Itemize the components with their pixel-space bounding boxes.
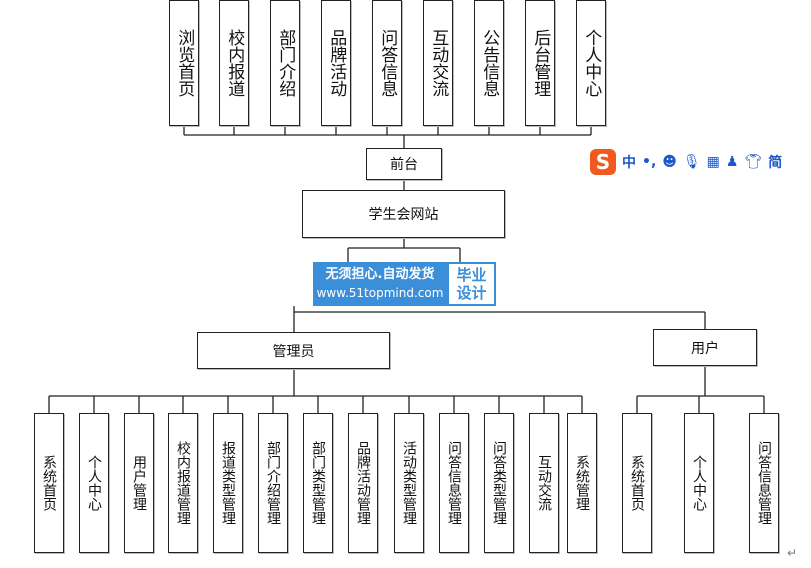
admin-module-sys-mgmt: 系统管理 (567, 413, 597, 553)
admin-module-user-mgmt: 用户管理 (124, 413, 154, 553)
user-module-user-personal: 个人中心 (684, 413, 714, 553)
user-node: 用户 (653, 329, 757, 366)
keyboard-icon[interactable]: ▦ (706, 154, 720, 170)
user-module-user-sys-home: 系统首页 (622, 413, 652, 553)
watermark-slogan: 无须担心.自动发货 (325, 267, 435, 282)
paragraph-return-icon: ↵ (787, 546, 798, 560)
top-page-browse-home: 浏览首页 (169, 0, 199, 126)
top-page-notice-info: 公告信息 (474, 0, 504, 126)
admin-module-news-type-mgmt: 报道类型管理 (213, 413, 243, 553)
admin-module-activity-type-mgmt: 活动类型管理 (394, 413, 424, 553)
frontend-node: 前台 (366, 148, 442, 180)
admin-module-brand-mgmt: 品牌活动管理 (348, 413, 378, 553)
admin-module-dept-intro-mgmt: 部门介绍管理 (258, 413, 288, 553)
ime-mode-toggle[interactable]: 中 (622, 155, 636, 171)
top-page-personal-center: 个人中心 (576, 0, 606, 126)
watermark-url: www.51topmind.com (316, 286, 444, 300)
top-page-backend: 后台管理 (525, 0, 555, 126)
ime-simplified-toggle[interactable]: 简 (768, 155, 783, 171)
admin-module-interaction: 互动交流 (529, 413, 559, 553)
emoji-icon[interactable]: ☻ (662, 154, 677, 170)
top-page-qa-info: 问答信息 (372, 0, 402, 126)
admin-module-qa-info-mgmt: 问答信息管理 (439, 413, 469, 553)
admin-module-news-mgmt: 校内报道管理 (168, 413, 198, 553)
top-page-interaction: 互动交流 (423, 0, 453, 126)
skin-icon[interactable]: 👕︎ (744, 154, 763, 170)
user-icon[interactable]: ♟ (725, 154, 739, 170)
admin-module-dept-type-mgmt: 部门类型管理 (303, 413, 333, 553)
watermark-badge-line1: 毕业 (456, 266, 487, 284)
site-node: 学生会网站 (302, 190, 505, 238)
top-page-brand-activity: 品牌活动 (321, 0, 351, 126)
watermark-slogan-box: 无须担心.自动发货 www.51topmind.com (313, 262, 447, 306)
admin-module-sys-home: 系统首页 (34, 413, 64, 553)
top-page-campus-news: 校内报道 (219, 0, 249, 126)
watermark-badge-line2: 设计 (456, 284, 487, 302)
admin-node: 管理员 (197, 332, 390, 369)
ime-punct-toggle[interactable]: •, (642, 154, 657, 170)
admin-module-qa-type-mgmt: 问答类型管理 (484, 413, 514, 553)
watermark-banner: 无须担心.自动发货 www.51topmind.com 毕业 设计 (313, 262, 496, 306)
top-page-dept-intro: 部门介绍 (270, 0, 300, 126)
sogou-logo-icon[interactable]: S (590, 149, 616, 175)
admin-module-personal: 个人中心 (79, 413, 109, 553)
ime-toolbar[interactable]: S 中 •, ☻ 🎙︎ ▦ ♟ 👕︎ 简 (590, 148, 811, 176)
user-module-user-qa-mgmt: 问答信息管理 (749, 413, 779, 553)
microphone-icon[interactable]: 🎙︎ (682, 154, 701, 170)
watermark-badge: 毕业 设计 (447, 262, 496, 306)
